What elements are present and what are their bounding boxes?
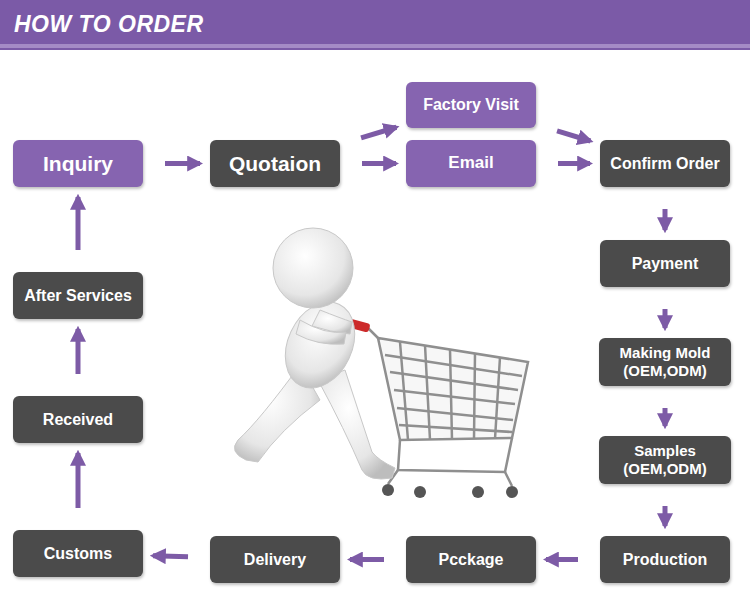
flow-arrow bbox=[76, 329, 81, 374]
flow-arrow bbox=[557, 131, 590, 141]
box-label: Quotaion bbox=[229, 151, 321, 176]
process-box: Payment bbox=[600, 240, 730, 287]
box-label: Payment bbox=[632, 254, 699, 273]
flow-arrow bbox=[165, 161, 200, 166]
flow-arrow bbox=[76, 197, 81, 250]
box-text-group: Payment bbox=[632, 254, 699, 273]
flow-arrow bbox=[663, 309, 668, 328]
flow-arrow bbox=[76, 453, 81, 508]
box-label: After Services bbox=[24, 286, 132, 305]
box-label: Production bbox=[623, 550, 707, 569]
box-text-group: Confirm Order bbox=[610, 154, 719, 173]
process-box: Confirm Order bbox=[600, 140, 730, 187]
title-stripe bbox=[0, 44, 750, 48]
flow-arrow bbox=[350, 557, 384, 562]
box-text-group: Email bbox=[448, 153, 493, 173]
box-label: Pcckage bbox=[439, 550, 504, 569]
box-label: Delivery bbox=[244, 550, 306, 569]
flow-arrow bbox=[663, 408, 668, 426]
box-text-group: Production bbox=[623, 550, 707, 569]
process-box: Samples (OEM,ODM) bbox=[599, 436, 731, 484]
process-box: Customs bbox=[13, 530, 143, 577]
box-text-group: Making Mold (OEM,ODM) bbox=[604, 344, 726, 380]
process-box: Production bbox=[600, 536, 730, 583]
box-label: Making Mold (OEM,ODM) bbox=[604, 344, 726, 380]
box-label: Received bbox=[43, 410, 113, 429]
box-label: Customs bbox=[44, 544, 112, 563]
box-text-group: After Services bbox=[24, 286, 132, 305]
process-box: Factory Visit bbox=[406, 82, 536, 128]
box-label: Factory Visit bbox=[423, 95, 519, 114]
box-label: Confirm Order bbox=[610, 154, 719, 173]
box-text-group: Factory Visit bbox=[423, 95, 519, 114]
box-text-group: Pcckage bbox=[439, 550, 504, 569]
box-text-group: Delivery bbox=[244, 550, 306, 569]
flow-arrow bbox=[546, 557, 578, 562]
box-label: Samples (OEM,ODM) bbox=[604, 442, 726, 478]
flow-arrow bbox=[558, 161, 590, 166]
process-box: Making Mold (OEM,ODM) bbox=[599, 338, 731, 386]
flow-arrow bbox=[663, 209, 668, 230]
process-box: Inquiry bbox=[13, 140, 143, 187]
flow-arrow bbox=[361, 127, 396, 138]
process-box: Email bbox=[406, 140, 536, 187]
process-box: Quotaion bbox=[210, 140, 340, 187]
process-box: Received bbox=[13, 396, 143, 443]
page-title: HOW TO ORDER bbox=[14, 11, 204, 38]
box-text-group: Received bbox=[43, 410, 113, 429]
box-label: Email bbox=[448, 153, 493, 173]
flow-arrow bbox=[663, 506, 668, 526]
box-label: Inquiry bbox=[43, 151, 113, 176]
box-text-group: Quotaion bbox=[229, 151, 321, 176]
process-box: Delivery bbox=[210, 536, 340, 583]
flow-arrow bbox=[153, 556, 188, 557]
box-text-group: Samples (OEM,ODM) bbox=[604, 442, 726, 478]
flow-arrow bbox=[362, 161, 396, 166]
box-text-group: Customs bbox=[44, 544, 112, 563]
box-text-group: Inquiry bbox=[43, 151, 113, 176]
process-box: Pcckage bbox=[406, 536, 536, 583]
process-box: After Services bbox=[13, 272, 143, 319]
